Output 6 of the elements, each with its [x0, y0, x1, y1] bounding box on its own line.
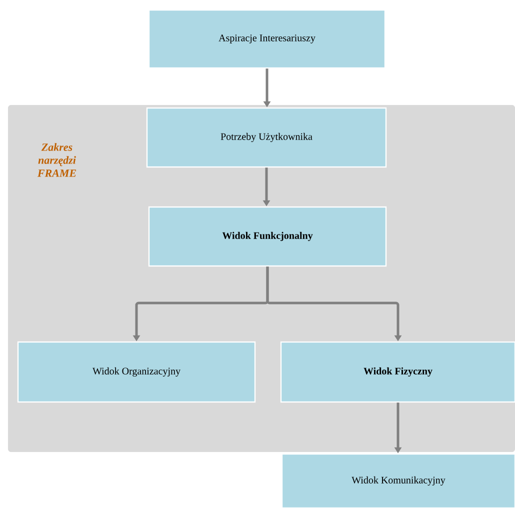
- process-box: Widok Fizyczny: [280, 341, 515, 403]
- process-box: Aspiracje Interesariuszy: [148, 9, 386, 69]
- process-box: Potrzeby Użytkownika: [146, 107, 387, 168]
- process-box: Widok Organizacyjny: [17, 341, 256, 403]
- process-box: Widok Funkcjonalny: [148, 206, 387, 267]
- process-box: Widok Komunikacyjny: [281, 453, 515, 508]
